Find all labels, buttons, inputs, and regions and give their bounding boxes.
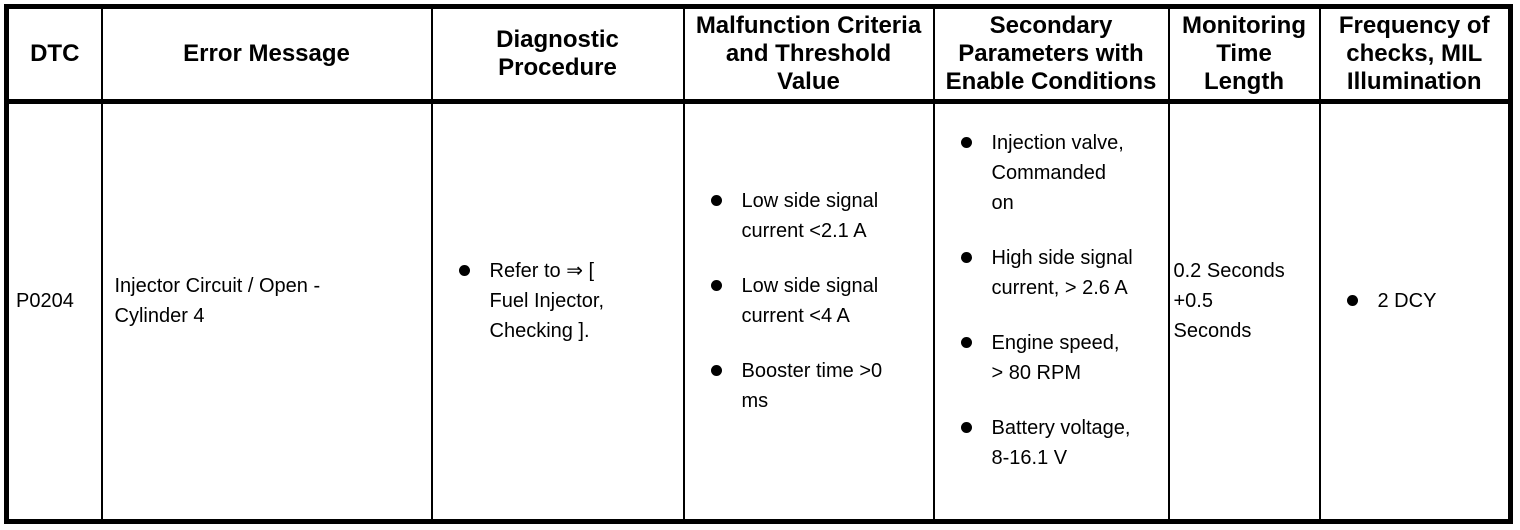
dtc-table-header: DTC Error Message Diagnostic Procedure M… bbox=[5, 5, 1512, 104]
table-row: P0204 Injector Circuit / Open - Cylinder… bbox=[5, 100, 1512, 523]
bullet-item-text: Low side signal current <2.1 A bbox=[741, 189, 879, 242]
bullet-icon bbox=[960, 337, 972, 348]
header-row: DTC Error Message Diagnostic Procedure M… bbox=[5, 5, 1512, 104]
bullet-icon bbox=[960, 422, 972, 433]
malfunction-criteria-cell: Low side signal current <2.1 A Low side s… bbox=[682, 100, 935, 523]
bullet-item-text: Injection valve, Commanded on bbox=[991, 132, 1124, 214]
bullet-item: 2 DCY bbox=[1346, 286, 1503, 316]
bullet-item-text: Low side signal current <4 A bbox=[741, 274, 879, 327]
dtc-cell: P0204 bbox=[5, 100, 103, 523]
bullet-item-text: Battery voltage, 8-16.1 V bbox=[991, 417, 1131, 469]
diagnostic-procedure-list: Refer to ⇒ [ Fuel Injector, Checking ]. bbox=[458, 256, 677, 346]
dtc-table: DTC Error Message Diagnostic Procedure M… bbox=[4, 4, 1513, 524]
bullet-icon bbox=[960, 137, 972, 148]
bullet-item: Engine speed, > 80 RPM bbox=[960, 328, 1162, 388]
bullet-item: Battery voltage, 8-16.1 V bbox=[960, 413, 1162, 473]
bullet-item: Injection valve, Commanded on bbox=[960, 128, 1162, 218]
bullet-item-text: Booster time >0 ms bbox=[741, 359, 883, 412]
bullet-item: High side signal current, > 2.6 A bbox=[960, 243, 1162, 303]
bullet-item-text: Refer to ⇒ [ Fuel Injector, Checking ]. bbox=[489, 259, 605, 342]
dtc-table-body: P0204 Injector Circuit / Open - Cylinder… bbox=[5, 100, 1512, 523]
bullet-icon bbox=[710, 364, 722, 376]
bullet-item-text: Engine speed, > 80 RPM bbox=[991, 332, 1120, 384]
malfunction-criteria-list: Low side signal current <2.1 A Low side s… bbox=[710, 186, 927, 416]
bullet-item-text: 2 DCY bbox=[1377, 289, 1437, 312]
column-header-diagnostic-procedure: Diagnostic Procedure bbox=[430, 5, 685, 104]
bullet-item: Low side signal current <4 A bbox=[710, 271, 927, 331]
column-header-error-message: Error Message bbox=[100, 5, 433, 104]
monitoring-time-cell: 0.2 Seconds +0.5 Seconds bbox=[1167, 100, 1321, 523]
bullet-item-text: High side signal current, > 2.6 A bbox=[991, 247, 1133, 299]
bullet-item: Refer to ⇒ [ Fuel Injector, Checking ]. bbox=[458, 256, 677, 346]
secondary-parameters-list: Injection valve, Commanded on High side s… bbox=[960, 128, 1162, 473]
frequency-of-checks-cell: 2 DCY bbox=[1318, 100, 1512, 523]
column-header-monitoring-time: Monitoring Time Length bbox=[1167, 5, 1321, 104]
bullet-icon bbox=[1346, 294, 1358, 306]
bullet-item: Booster time >0 ms bbox=[710, 356, 927, 416]
bullet-icon bbox=[710, 194, 722, 206]
bullet-icon bbox=[960, 252, 972, 263]
column-header-malfunction-criteria: Malfunction Criteria and Threshold Value bbox=[682, 5, 935, 104]
bullet-icon bbox=[710, 279, 722, 291]
column-header-secondary-parameters: Secondary Parameters with Enable Conditi… bbox=[932, 5, 1170, 104]
bullet-icon bbox=[458, 264, 470, 276]
diagnostic-procedure-cell: Refer to ⇒ [ Fuel Injector, Checking ]. bbox=[430, 100, 685, 523]
frequency-of-checks-list: 2 DCY bbox=[1346, 286, 1503, 316]
secondary-parameters-cell: Injection valve, Commanded on High side s… bbox=[932, 100, 1170, 523]
bullet-item: Low side signal current <2.1 A bbox=[710, 186, 927, 246]
column-header-dtc: DTC bbox=[5, 5, 103, 104]
error-message-cell: Injector Circuit / Open - Cylinder 4 bbox=[100, 100, 433, 523]
column-header-frequency-of-checks: Frequency of checks, MIL Illumination bbox=[1318, 5, 1512, 104]
